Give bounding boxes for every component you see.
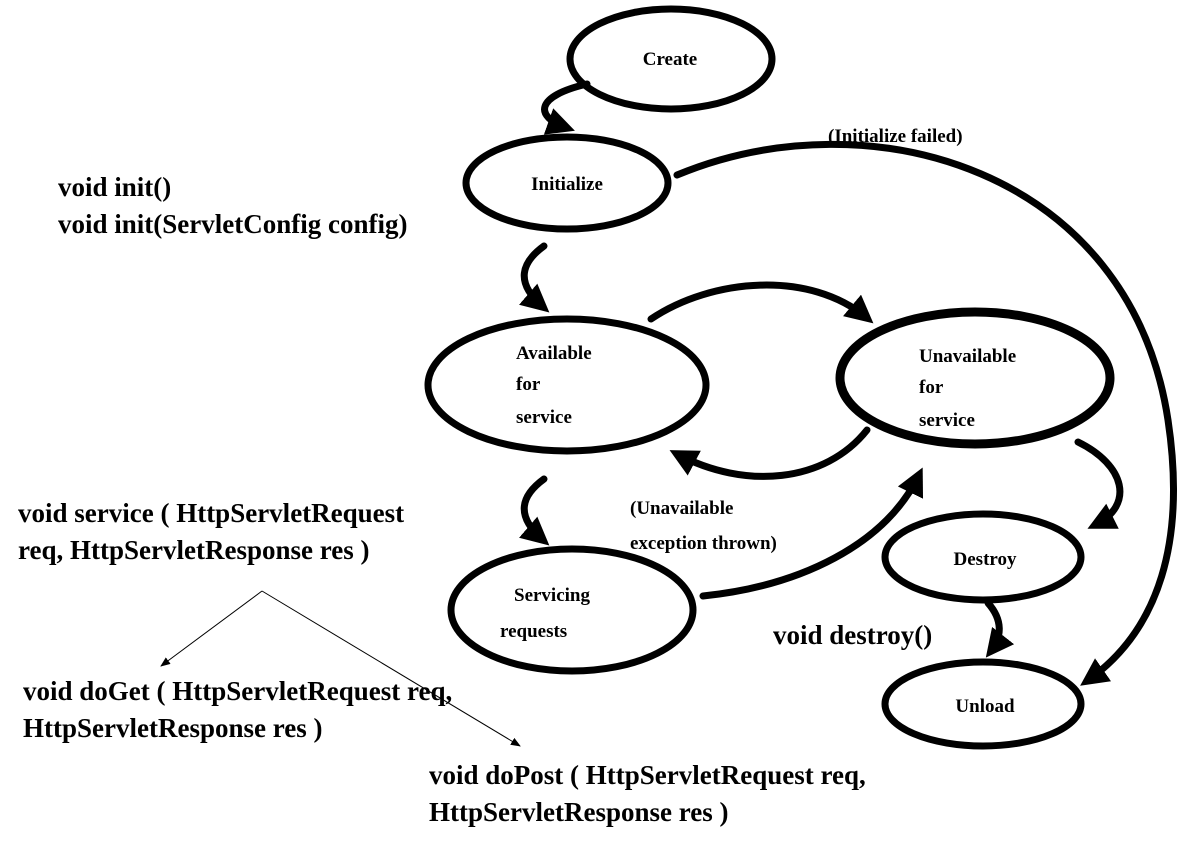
node-initialize: Initialize [462,133,672,233]
node-unload: Unload [881,658,1085,750]
node-servicing-label-2: requests [500,621,567,642]
arrow-initialize-to-available [519,242,550,313]
node-create: Create [566,5,776,113]
node-destroy-label: Destroy [954,549,1017,570]
arrow-available-to-unavailable [647,281,874,324]
arrow-service-to-dopost [261,590,521,747]
edge-label-initialize-failed: (Initialize failed) [828,126,963,147]
arrow-available-to-servicing [519,475,550,546]
node-destroy: Destroy [881,510,1085,604]
edge-label-unavailable-exception-2: exception thrown) [630,533,777,554]
node-servicing: Servicing requests [447,545,697,675]
node-unload-label: Unload [955,696,1015,717]
arrow-servicing-to-unavailable [699,467,924,600]
method-destroy: void destroy() [773,620,932,650]
node-available-label-2: for [516,374,541,395]
node-initialize-label: Initialize [531,174,603,195]
method-init-1: void init() [58,172,171,202]
method-doget-2: HttpServletResponse res ) [23,713,322,743]
node-unavailable-label-2: for [919,377,944,398]
arrow-initialize-failed-to-unload [673,140,1177,686]
node-servicing-label-1: Servicing [514,585,590,606]
edge-label-unavailable-exception-1: (Unavailable [630,498,733,519]
arrow-unavailable-to-available [669,426,871,480]
method-doget-1: void doGet ( HttpServletRequest req, [23,676,452,706]
node-create-label: Create [643,49,698,70]
node-unavailable: Unavailable for service [835,307,1115,449]
arrow-unavailable-to-destroy [1074,438,1124,529]
node-available-label-3: service [516,407,572,428]
node-available-label-1: Available [516,343,592,364]
node-unavailable-label-1: Unavailable [919,346,1016,367]
method-init-2: void init(ServletConfig config) [58,209,407,239]
arrow-destroy-to-unload [984,599,1015,658]
arrow-create-to-initialize [541,80,591,135]
method-dopost-2: HttpServletResponse res ) [429,797,728,827]
node-unavailable-label-3: service [919,410,975,431]
arrow-service-to-doget [160,590,263,667]
method-service-2: req, HttpServletResponse res ) [18,535,369,565]
node-available: Available for service [424,315,710,455]
method-dopost-1: void doPost ( HttpServletRequest req, [429,760,866,790]
method-service-1: void service ( HttpServletRequest [18,498,404,528]
